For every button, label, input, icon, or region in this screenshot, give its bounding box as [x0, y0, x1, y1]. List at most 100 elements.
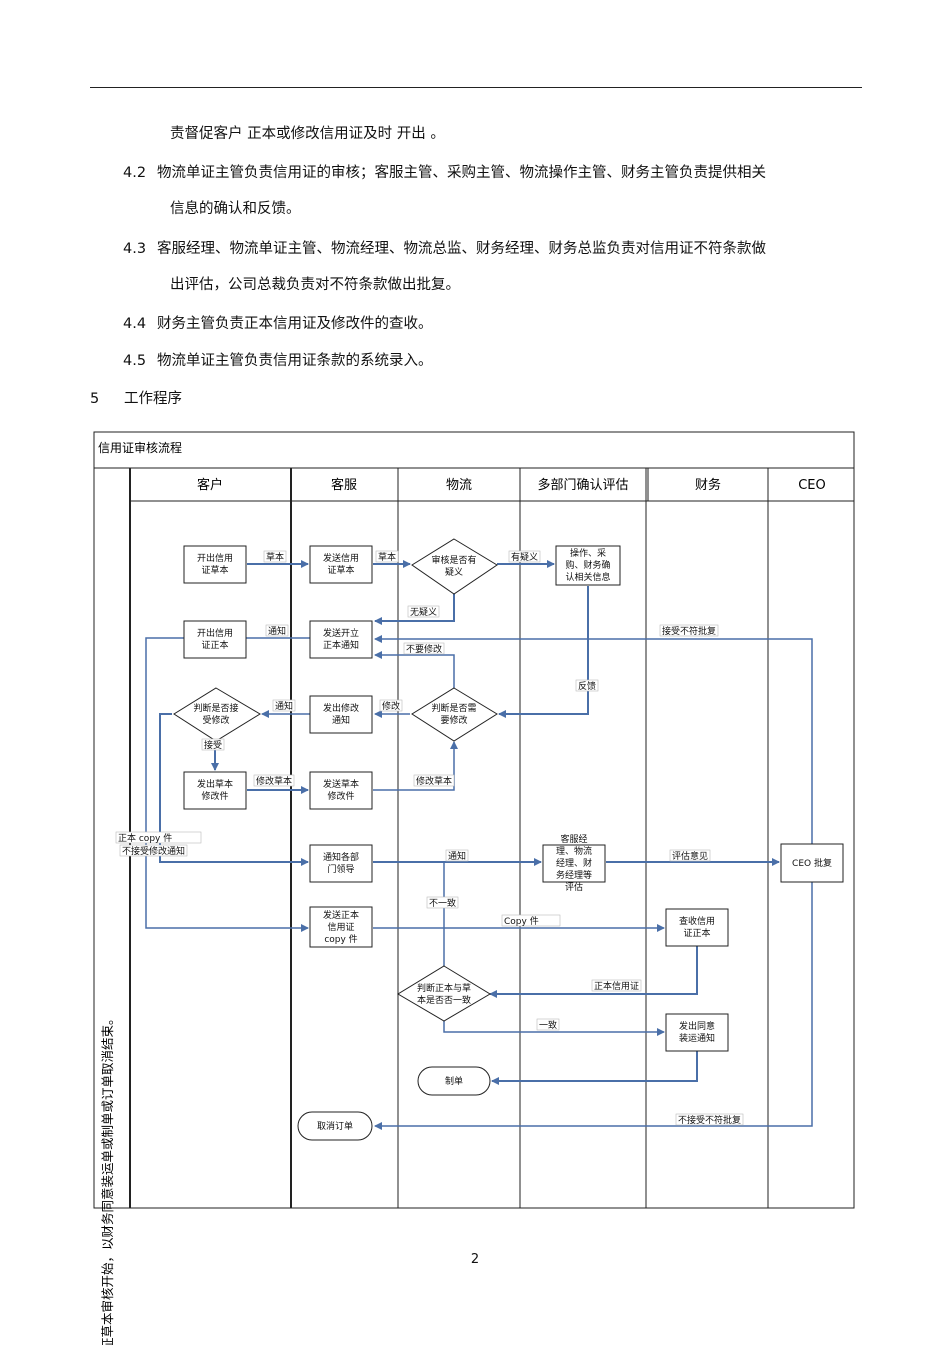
b13-text: 证正本 — [683, 927, 710, 939]
b2-text: 证草本 — [327, 564, 354, 576]
edge-label-bg — [403, 642, 445, 655]
b8-text: 购、财务确 — [565, 559, 610, 571]
b14-text: 发出同意 — [679, 1020, 715, 1032]
edge-label-bg — [675, 1113, 744, 1126]
edge-label: 修改草本 — [416, 775, 452, 787]
edge-label-bg — [508, 550, 541, 563]
edge-label-bg — [669, 849, 711, 862]
b13-text: 查收信用 — [679, 915, 715, 927]
d3-text: 判断是否需 — [431, 702, 476, 714]
edge-label-bg — [445, 849, 469, 862]
b9-text: 门领导 — [327, 863, 354, 875]
section-number: 4.4 — [123, 316, 147, 332]
edge-label: 不一致 — [429, 897, 456, 909]
b4-text: 正本通知 — [323, 639, 359, 651]
edge-label-bg — [253, 774, 295, 787]
edge-label: 无疑义 — [410, 607, 437, 618]
side-note: 以信用证草本审核开始，以财务同意装运单或制单或订单取消结束。 — [100, 1012, 115, 1345]
b8-text: 操作、采 — [570, 547, 606, 559]
b5-text: 通知 — [332, 714, 350, 726]
edge-label: 修改草本 — [256, 775, 292, 787]
t2-text: 取消订单 — [317, 1120, 353, 1132]
flowchart-title: 信用证审核流程 — [98, 440, 182, 455]
edge-label: 修改 — [382, 700, 400, 712]
edge-label: 评估意见 — [672, 850, 708, 862]
lane-header-customer: 客户 — [197, 477, 223, 493]
edge-label: 正本信用证 — [594, 980, 639, 992]
edge-label-bg — [501, 914, 561, 927]
d1-text: 审核是否有 — [431, 554, 476, 566]
d3-text: 要修改 — [440, 714, 467, 726]
section-number: 4.5 — [123, 353, 147, 369]
b12-text: 信用证 — [327, 921, 354, 933]
terminal-cancel-order — [297, 1111, 373, 1141]
edge-label-bg — [591, 979, 642, 992]
section-number: 4.3 — [123, 241, 147, 257]
b9-text: 通知各部 — [323, 851, 359, 863]
edge-label: 不要修改 — [406, 643, 442, 655]
b6-text: 发出草本 — [197, 778, 233, 790]
b12-text: 发送正本 — [323, 909, 359, 921]
edge-label: 接受不符批复 — [662, 625, 716, 637]
b14-text: 装运通知 — [679, 1032, 715, 1044]
section-heading: 工作程序 — [124, 391, 182, 407]
edge-label-bg — [263, 550, 287, 563]
b7-text: 发送草本 — [323, 778, 359, 790]
edge-label-bg — [575, 679, 599, 692]
page-number: 2 — [470, 1252, 480, 1267]
section-number: 5 — [90, 391, 100, 407]
b1-text: 开出信用 — [197, 552, 233, 564]
paragraph-line: 物流单证主管负责信用证的审核；客服主管、采购主管、物流操作主管、财务主管负责提供… — [157, 165, 766, 181]
b4-text: 发送开立 — [323, 627, 359, 639]
d1-text: 疑义 — [445, 567, 463, 578]
b2-text: 发送信用 — [323, 552, 359, 564]
paragraph-line: 责督促客户 正本或修改信用证及时 开出 。 — [170, 126, 445, 142]
header-rule — [90, 87, 862, 88]
edge-label-bg — [426, 896, 459, 909]
b10-text: 客服经 — [560, 833, 587, 845]
edge-label-bg — [201, 738, 225, 751]
edge-label-bg — [265, 624, 289, 637]
paragraph-line: 财务主管负责正本信用证及修改件的查收。 — [157, 316, 433, 332]
terminal-make-docs — [417, 1066, 491, 1096]
decision-d1 — [411, 538, 498, 595]
flowchart-frame — [93, 431, 855, 1209]
t1-text: 制单 — [445, 1075, 463, 1087]
edge-label: 有疑义 — [511, 551, 538, 563]
edge-label-bg — [413, 774, 455, 787]
edge-label-bg — [536, 1018, 560, 1031]
b7-text: 修改件 — [327, 790, 354, 802]
edge-label-bg — [379, 699, 403, 712]
lane-header-multi-dept: 多部门确认评估 — [537, 477, 628, 493]
edge-label: 反馈 — [578, 680, 596, 692]
paragraph-line: 物流单证主管负责信用证条款的系统录入。 — [157, 353, 433, 369]
edge-label: 通知 — [275, 700, 293, 712]
edge-label-bg — [407, 605, 440, 618]
b3-text: 开出信用 — [197, 627, 233, 639]
paragraph-line: 客服经理、物流单证主管、物流经理、物流总监、财务经理、财务总监负责对信用证不符条… — [157, 241, 766, 257]
b8-text: 认相关信息 — [565, 571, 610, 583]
b3-text: 证正本 — [201, 639, 228, 651]
edge-label: 草本 — [378, 551, 396, 563]
d2-text: 受修改 — [202, 714, 229, 726]
b10-text: 评估 — [565, 881, 583, 893]
edge-label: 通知 — [448, 850, 466, 862]
edge-label: 不接受修改通知 — [122, 845, 185, 857]
d2-text: 判断是否接 — [193, 702, 238, 714]
d4-text: 判断正本与草 — [417, 982, 471, 994]
edge-label-bg — [119, 844, 188, 857]
lane-header-service: 客服 — [331, 477, 357, 493]
decision-d3 — [411, 687, 498, 742]
b11-text: CEO 批复 — [792, 857, 832, 869]
b5-text: 发出修改 — [323, 702, 359, 714]
section-number: 4.2 — [123, 165, 147, 181]
edge-label-bg — [659, 624, 719, 637]
lane-header-finance: 财务 — [695, 477, 721, 493]
edge-label-bg — [115, 831, 202, 844]
b10-text: 务经理等 — [556, 869, 592, 881]
lane-header-logistics: 物流 — [446, 478, 472, 493]
edge-label: 通知 — [268, 625, 286, 637]
edge-label: 接受 — [204, 739, 222, 751]
lane-header-ceo: CEO — [798, 478, 826, 493]
